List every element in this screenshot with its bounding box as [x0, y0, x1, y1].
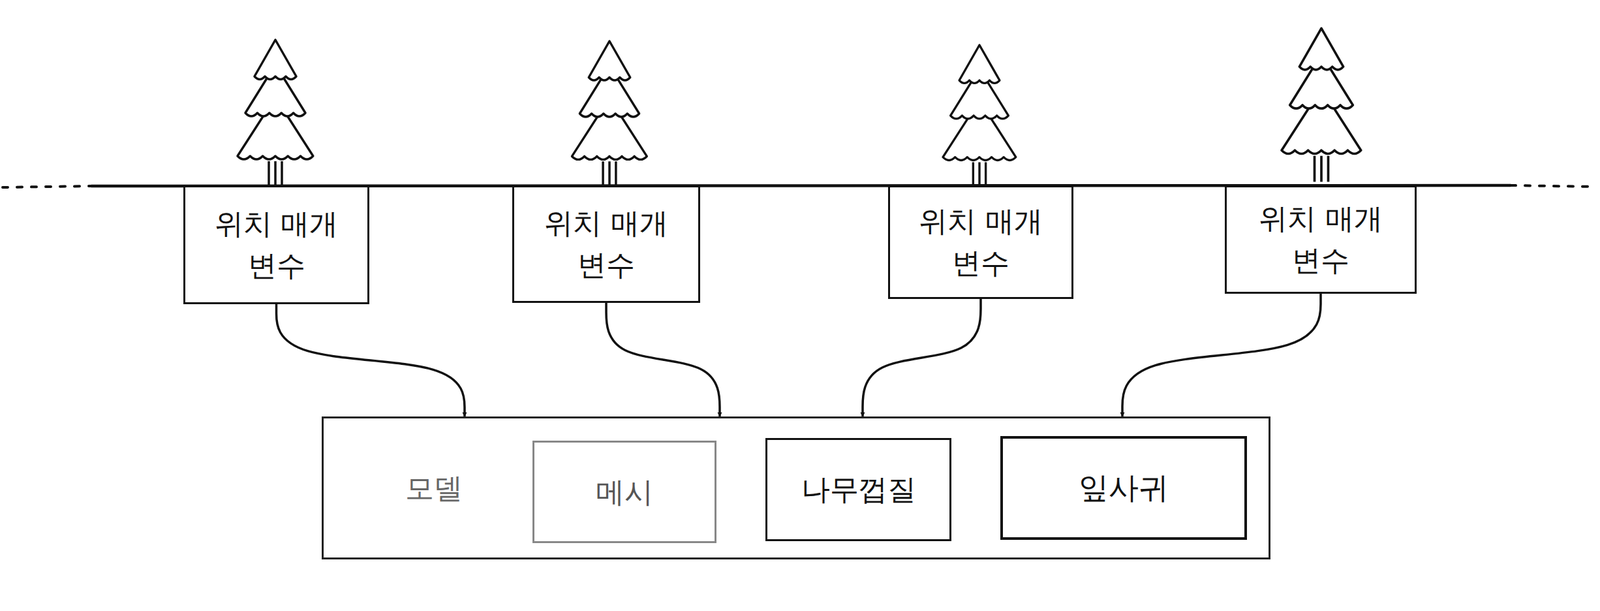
ground-dotted: [2, 185, 92, 188]
part-box: 나무껍질: [765, 437, 952, 541]
box-label: 위치 매개변수: [1250, 197, 1392, 282]
parameter-box: 위치 매개변수: [1224, 185, 1417, 294]
connector-arrow: [276, 304, 466, 417]
box-label: 위치 매개변수: [536, 202, 677, 286]
parameter-box: 위치 매개변수: [888, 185, 1074, 299]
box-label: 잎사귀: [1078, 465, 1169, 510]
box-label: 위치 매개변수: [910, 200, 1052, 284]
connector-arrow: [606, 302, 720, 417]
part-box: 잎사귀: [1000, 435, 1247, 540]
tree: [942, 45, 1016, 186]
tree: [1281, 28, 1362, 182]
part-box: 메시: [532, 440, 717, 543]
connector-arrow: [1122, 293, 1321, 417]
tree: [237, 39, 314, 186]
ground-dotted: [1510, 185, 1597, 187]
model-box: 모델 메시 나무껍질 잎사귀: [321, 416, 1271, 560]
box-label: 메시: [595, 471, 654, 513]
parameter-box: 위치 매개변수: [183, 185, 370, 305]
box-label: 위치 매개변수: [206, 202, 347, 287]
box-label: 나무껍질: [801, 468, 917, 511]
connector-arrow: [862, 298, 981, 417]
parameter-box: 위치 매개변수: [512, 185, 701, 303]
box-label: 모델: [405, 467, 463, 509]
tree: [572, 41, 648, 186]
